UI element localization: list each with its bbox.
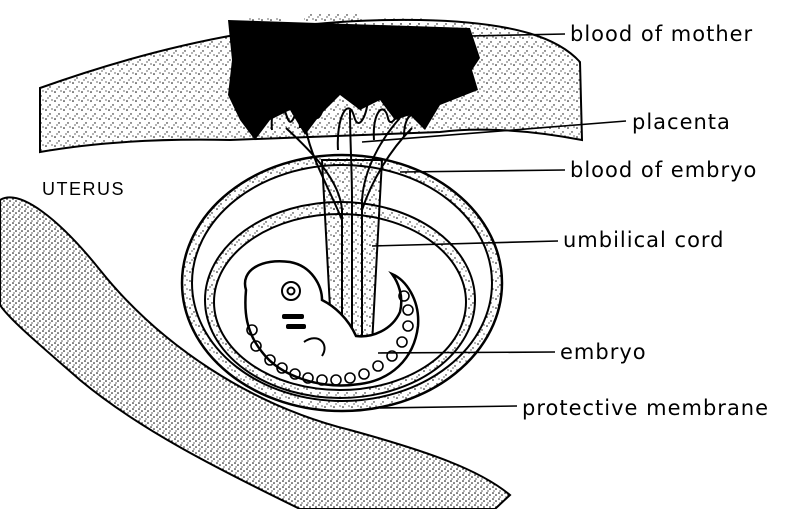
embryo-gill-1	[282, 314, 304, 319]
label-embryo: embryo	[560, 342, 647, 363]
leader-protective-membrane	[380, 406, 517, 408]
label-protective-membrane: protective membrane	[522, 398, 769, 419]
blood-chamber-4	[436, 30, 458, 54]
leader-blood-of-embryo	[400, 170, 565, 172]
blood-chamber-1	[246, 18, 282, 48]
blood-chamber-3	[378, 18, 422, 48]
label-blood-of-mother: blood of mother	[570, 24, 753, 45]
blood-chamber-2	[304, 14, 362, 46]
embryo-gill-2	[286, 324, 306, 329]
leader-embryo	[378, 352, 555, 353]
label-placenta: placenta	[632, 112, 731, 133]
label-umbilical-cord: umbilical cord	[563, 230, 725, 251]
label-uterus: UTERUS	[42, 180, 125, 198]
blood-chamber-5	[262, 68, 422, 90]
label-blood-of-embryo: blood of embryo	[570, 160, 757, 181]
